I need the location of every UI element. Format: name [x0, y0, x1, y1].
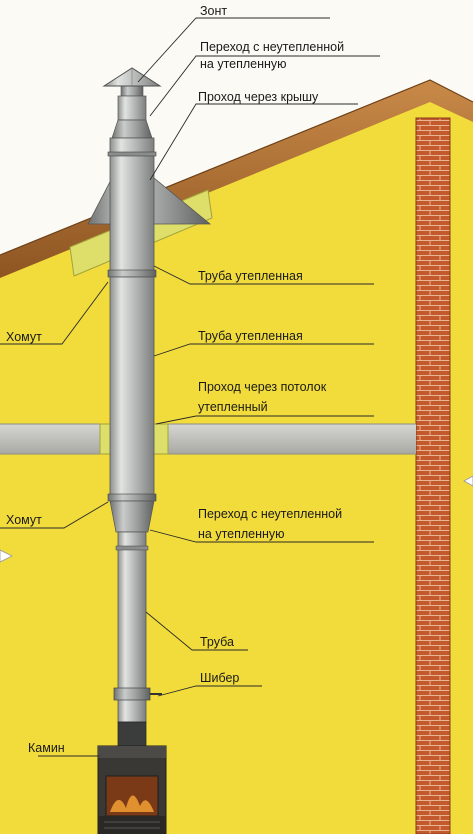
- top-pipe-segment: [117, 95, 147, 121]
- label-ceiling-pass-line1: Проход через потолок: [198, 380, 327, 394]
- umbrella-cap: [102, 67, 162, 97]
- label-transition-top-line1: Переход с неутепленной: [200, 40, 344, 54]
- ceiling-slab: [0, 424, 416, 454]
- left-arrow-icon: [0, 549, 13, 563]
- label-pipe-insulated-1: Труба утепленная: [198, 269, 303, 283]
- label-pipe-insulated-2: Труба утепленная: [198, 329, 303, 343]
- label-umbrella: Зонт: [200, 4, 227, 18]
- label-transition-bottom-line1: Переход с неутепленной: [198, 507, 342, 521]
- damper: [113, 687, 151, 701]
- insulated-pipe-upper: [109, 137, 155, 275]
- label-transition-bottom-line2: на утепленную: [198, 527, 285, 541]
- label-transition-top-line2: на утепленную: [200, 57, 287, 71]
- label-pipe: Труба: [200, 635, 234, 649]
- label-clamp-bottom: Хомут: [6, 513, 42, 527]
- brick-column: [416, 118, 450, 834]
- leader-lines: [0, 17, 380, 757]
- clamp-lower: [107, 493, 157, 502]
- fireplace: [97, 745, 167, 834]
- label-ceiling-pass-line2: утепленный: [198, 400, 268, 414]
- right-arrow-icon: [463, 475, 473, 487]
- label-fireplace: Камин: [28, 741, 65, 755]
- label-clamp-top: Хомут: [6, 330, 42, 344]
- label-damper: Шибер: [200, 671, 239, 685]
- clamp-upper: [107, 269, 157, 278]
- label-roof-pass: Проход через крышу: [198, 90, 319, 104]
- bottom-transition: [109, 500, 155, 533]
- top-transition: [111, 119, 153, 139]
- insulated-pipe-lower: [109, 276, 155, 500]
